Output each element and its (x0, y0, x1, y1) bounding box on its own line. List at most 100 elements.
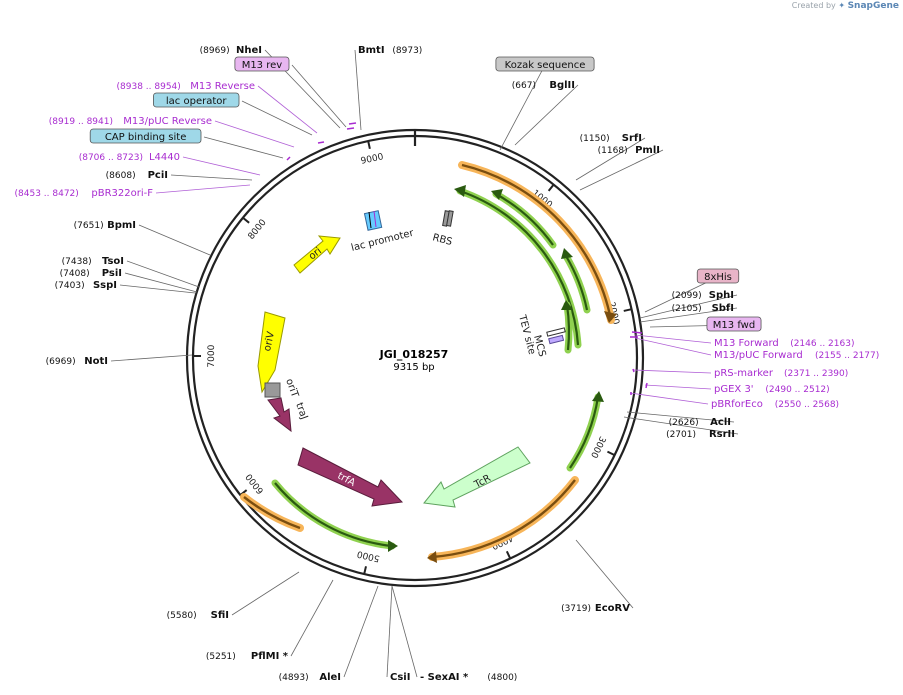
leader-line (634, 337, 712, 356)
label-box (696, 268, 740, 284)
site-m13-rev: M13 rev (234, 56, 290, 72)
leader-line (499, 64, 546, 151)
tick-mark (363, 566, 367, 575)
site-rsrii: RsrII (2701) (666, 429, 735, 440)
leader-line (155, 184, 251, 194)
site-pcii: PciI(8608) (106, 170, 168, 181)
site-position: (667) (512, 81, 536, 91)
site-position: (7408) (60, 269, 90, 279)
feature-MCS: MCS (531, 327, 566, 358)
leader-line (639, 294, 738, 319)
tick-mark (505, 550, 512, 559)
feature-label-lac-promoter: lac promoter (350, 228, 416, 254)
site-name: NheI (236, 45, 262, 56)
site-name: SrfI (622, 133, 642, 144)
site-name: SfiI (211, 610, 229, 621)
site-position: (7651) (74, 221, 104, 231)
feature-ori: ori (293, 235, 341, 274)
site-name: RsrII (709, 429, 735, 440)
leader-line (626, 411, 735, 423)
site-name: PflMI * (251, 651, 289, 662)
leader-line (126, 260, 200, 288)
leader-line (343, 585, 379, 678)
leader-line (514, 84, 579, 146)
tick-mark (367, 140, 371, 150)
site-ecorv: EcoRV(3719) (561, 603, 630, 614)
site-m13-reverse: M13 Reverse(8938 .. 8954) (117, 81, 255, 92)
leader-line (623, 416, 739, 435)
feature-label-oriV: oriV (262, 330, 277, 352)
site-name: M13 rev (242, 60, 283, 71)
tick-label: 7000 (207, 344, 217, 367)
leader-line (182, 156, 261, 176)
site-name: BglII (549, 80, 575, 91)
feature-oriT: oriT (264, 377, 300, 400)
site-csii: CsiI (390, 672, 410, 683)
site-name: M13 fwd (713, 320, 755, 331)
site-m13-fwd: M13 fwd (706, 316, 762, 332)
site-name: TsoI (102, 256, 124, 267)
leader-line (391, 585, 418, 678)
site-position: (8453 .. 8472) (15, 189, 79, 199)
feature-TcR: TcR (423, 446, 531, 508)
leader-line (629, 392, 709, 405)
site-position: (8919 .. 8941) (49, 117, 113, 127)
site-name: M13 Forward (714, 338, 779, 349)
site-position: (5251) (206, 652, 236, 662)
tick-label: 9000 (360, 152, 385, 167)
site-position: (2155 .. 2177) (815, 351, 879, 361)
leader-line (575, 539, 634, 609)
feature-traJ: traJ (267, 397, 309, 433)
leader-line (386, 585, 393, 678)
site-pmli: PmlI(1168) (598, 145, 660, 156)
site-name: CsiI (390, 672, 410, 683)
site-position: (8938 .. 8954) (117, 82, 181, 92)
site-name: BmtI (358, 45, 385, 56)
leader-line (575, 137, 646, 181)
site-name: pBRforEco (711, 399, 763, 410)
site-name: CAP binding site (105, 132, 187, 143)
site-l4440: L4440(8706 .. 8723) (79, 152, 180, 163)
site-bpmi: BpmI(7651) (74, 220, 136, 231)
site-position: (2550 .. 2568) (775, 400, 839, 410)
tick-mark (242, 216, 250, 224)
tick-mark (623, 308, 632, 312)
plasmid-size: 9315 bp (393, 362, 434, 373)
site-pbrforeco: pBRforEco (2550 .. 2568) (711, 399, 839, 410)
leader-line (257, 85, 318, 134)
label-leaders (110, 49, 739, 678)
site-position: (2099) (672, 291, 702, 301)
site-m13-puc-reverse: M13/pUC Reverse (8919 .. 8941) (49, 116, 212, 127)
label-box (495, 56, 595, 72)
site-name: SphI (709, 290, 734, 301)
site-pflmi-: PflMI * (5251) (206, 651, 289, 662)
label-box (152, 92, 240, 108)
site-name: SbfI (712, 303, 734, 314)
feature-oriV: oriV (257, 311, 286, 394)
site-sspi: SspI(7403) (55, 280, 117, 291)
site-lac-operator: lac operator (152, 92, 240, 108)
feature-label-traJ: traJ (293, 401, 309, 421)
site-position: (1168) (598, 146, 628, 156)
site-name: pGEX 3' (714, 384, 754, 395)
site-sfii: SfiI (5580) (167, 610, 229, 621)
site-position: (2490 .. 2512) (765, 385, 829, 395)
site-position: (7403) (55, 281, 85, 291)
site-name: Kozak sequence (505, 60, 586, 71)
site-psii: PsiI(7408) (60, 268, 122, 279)
orf-arcs (240, 161, 617, 563)
site-alei: AleI(4893) (279, 672, 341, 683)
site-position: (7438) (62, 257, 92, 267)
site-position: (2701) (666, 430, 696, 440)
site-8xhis: 8xHis (696, 268, 740, 284)
site-name: M13/pUC Reverse (123, 116, 212, 127)
leader-line (119, 284, 196, 294)
site-name: NotI (84, 356, 108, 367)
site-noti: NotI(6969) (46, 356, 108, 367)
site-pbr322ori-f: pBR322ori-F(8453 .. 8472) (15, 188, 154, 199)
site-position: (8608) (106, 171, 136, 181)
feature-label-MCS: MCS (531, 334, 547, 358)
leader-line (639, 307, 738, 323)
site-position: (5580) (167, 611, 197, 621)
